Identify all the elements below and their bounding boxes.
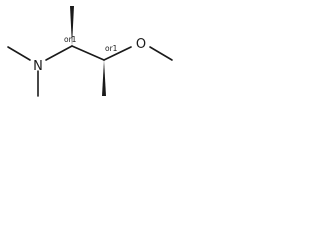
bond-n-c2 bbox=[45, 45, 73, 61]
bond-c2-c3 bbox=[71, 45, 105, 61]
bond-c3-o bbox=[103, 46, 132, 61]
chemical-structure: N O or1 or1 bbox=[7, 6, 173, 97]
bond-n-methyl-left bbox=[7, 46, 31, 61]
wedge-bond-c3-methyl bbox=[102, 60, 106, 96]
wedge-bond-c2-methyl bbox=[70, 6, 74, 46]
bond-o-methyl bbox=[149, 46, 173, 61]
oxygen-atom-label: O bbox=[136, 37, 146, 52]
nitrogen-atom-label: N bbox=[33, 59, 43, 74]
stereo-label-c2: or1 bbox=[64, 35, 77, 44]
stereo-label-c3: or1 bbox=[105, 44, 118, 53]
